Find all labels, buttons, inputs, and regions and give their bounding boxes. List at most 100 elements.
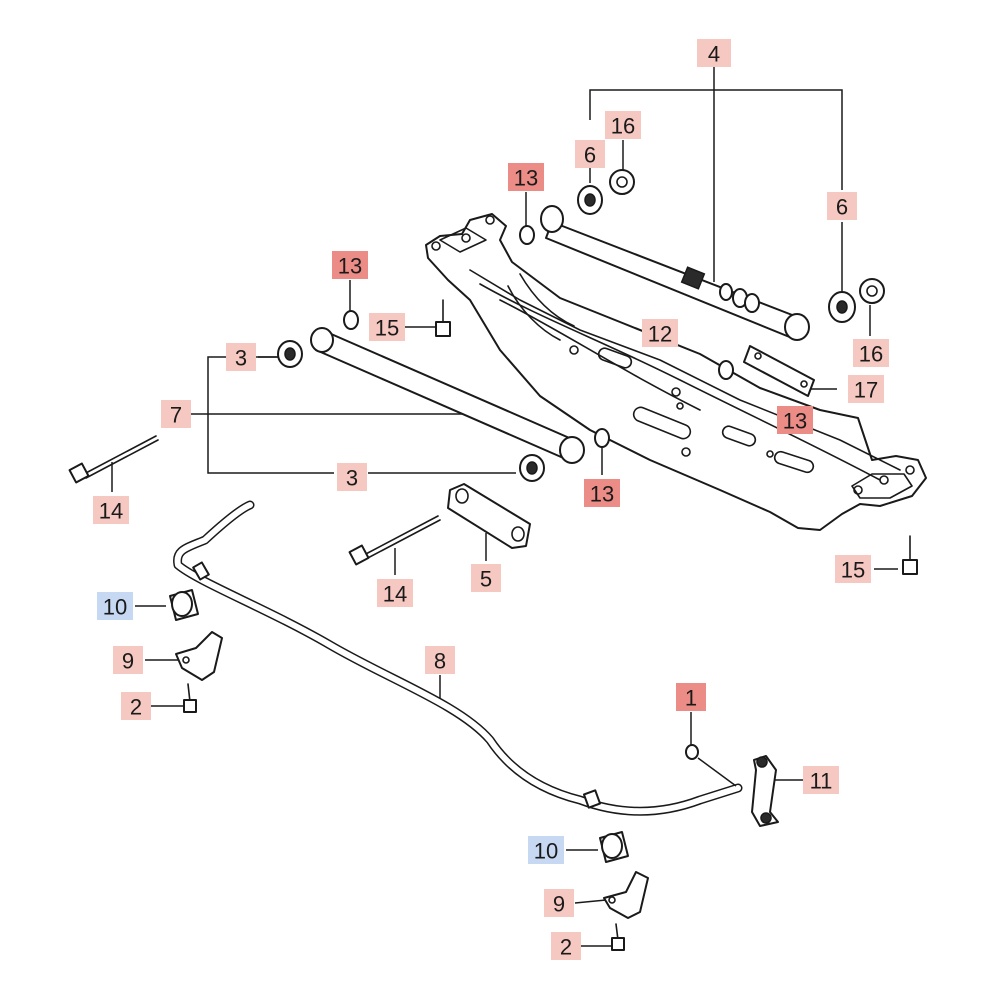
callout-number: 13 — [783, 409, 807, 434]
callout-number: 7 — [170, 403, 182, 428]
callout-box — [425, 646, 455, 674]
callout-number: 3 — [346, 466, 358, 491]
mount-bolts — [435, 299, 918, 575]
callout-10-bottom: 10 — [528, 836, 564, 864]
callout-number: 15 — [841, 558, 865, 583]
callout-box — [803, 766, 839, 794]
callout-box — [544, 889, 574, 917]
callout-box — [332, 251, 368, 279]
callout-number: 15 — [375, 316, 399, 341]
callout-7: 7 — [161, 400, 191, 428]
callout-box — [93, 496, 129, 524]
callout-13-right: 13 — [777, 406, 813, 434]
callout-2-bottom: 2 — [551, 932, 581, 960]
leader-7-bracket — [190, 356, 480, 474]
callout-box — [471, 564, 501, 592]
callout-10-top: 10 — [97, 592, 133, 620]
callout-box — [161, 400, 191, 428]
callout-2-top: 2 — [121, 692, 151, 720]
link-bracket — [447, 483, 531, 549]
callout-number: 3 — [235, 346, 247, 371]
callout-number: 5 — [480, 567, 492, 592]
rear-crossmember — [425, 213, 927, 531]
stabilizer-brackets — [175, 631, 649, 919]
callout-9-top: 9 — [113, 646, 143, 674]
stabilizer-bushings — [169, 589, 629, 863]
callout-15-right: 15 — [835, 555, 871, 583]
callout-box — [369, 313, 405, 341]
callout-box — [827, 192, 857, 220]
callout-3-bottom: 3 — [337, 463, 367, 491]
callout-number: 14 — [99, 499, 123, 524]
callout-17: 17 — [848, 375, 884, 403]
callout-number: 13 — [338, 254, 362, 279]
reinforcement-plate — [743, 345, 815, 397]
callout-number: 6 — [836, 195, 848, 220]
callout-box — [226, 343, 256, 371]
callout-5: 5 — [471, 564, 501, 592]
callout-8: 8 — [425, 646, 455, 674]
callout-4: 4 — [697, 39, 731, 67]
callout-number: 6 — [584, 143, 596, 168]
callout-number: 13 — [590, 482, 614, 507]
callout-6-left: 6 — [575, 140, 605, 168]
callout-number: 8 — [434, 649, 446, 674]
callout-number: 2 — [130, 695, 142, 720]
callout-box — [113, 646, 143, 674]
callout-number: 1 — [685, 686, 697, 711]
callout-box — [584, 479, 620, 507]
callout-number: 10 — [103, 595, 127, 620]
callout-number: 16 — [611, 114, 635, 139]
bracket-bolts — [183, 683, 625, 951]
leader-9-bottom — [574, 899, 607, 904]
callout-16-top: 16 — [605, 111, 641, 139]
callout-14-left: 14 — [93, 496, 129, 524]
upper-arm-bushings — [577, 169, 885, 323]
callout-number: 13 — [514, 166, 538, 191]
callout-box — [676, 683, 706, 711]
callout-box — [97, 592, 133, 620]
callout-box — [337, 463, 367, 491]
callout-number: 11 — [810, 769, 833, 794]
callout-box — [575, 140, 605, 168]
callout-13-low: 13 — [584, 479, 620, 507]
callout-box — [697, 39, 731, 67]
stabilizer-bar — [173, 500, 743, 816]
lower-arm-bushings — [277, 340, 545, 482]
callout-number: 10 — [534, 839, 558, 864]
callout-box — [508, 163, 544, 191]
callout-15-left: 15 — [369, 313, 405, 341]
callout-16-right: 16 — [853, 339, 889, 367]
callout-3-top: 3 — [226, 343, 256, 371]
callout-box — [377, 579, 413, 607]
callout-11: 11 — [803, 766, 839, 794]
callout-number: 12 — [648, 322, 672, 347]
callout-box — [121, 692, 151, 720]
callout-12: 12 — [642, 319, 678, 347]
callout-number: 16 — [859, 342, 883, 367]
callout-13-top: 13 — [508, 163, 544, 191]
leader-4-bracket — [589, 65, 843, 282]
callout-number: 9 — [122, 649, 134, 674]
stabilizer-link — [685, 744, 779, 827]
callout-1: 1 — [676, 683, 706, 711]
callout-number: 14 — [383, 582, 407, 607]
callout-number: 4 — [708, 42, 720, 67]
callout-box — [642, 319, 678, 347]
long-bolts — [68, 435, 441, 566]
callout-number: 17 — [854, 378, 878, 403]
callout-box — [605, 111, 641, 139]
callout-number: 9 — [553, 892, 565, 917]
callout-number: 2 — [560, 935, 572, 960]
callout-box — [835, 555, 871, 583]
callout-14-mid: 14 — [377, 579, 413, 607]
callout-box — [528, 836, 564, 864]
lower-control-arm — [310, 327, 585, 464]
callout-box — [777, 406, 813, 434]
callout-13-mid: 13 — [332, 251, 368, 279]
callout-9-bottom: 9 — [544, 889, 574, 917]
callout-box — [551, 932, 581, 960]
upper-control-arm — [540, 205, 810, 341]
callout-box — [848, 375, 884, 403]
